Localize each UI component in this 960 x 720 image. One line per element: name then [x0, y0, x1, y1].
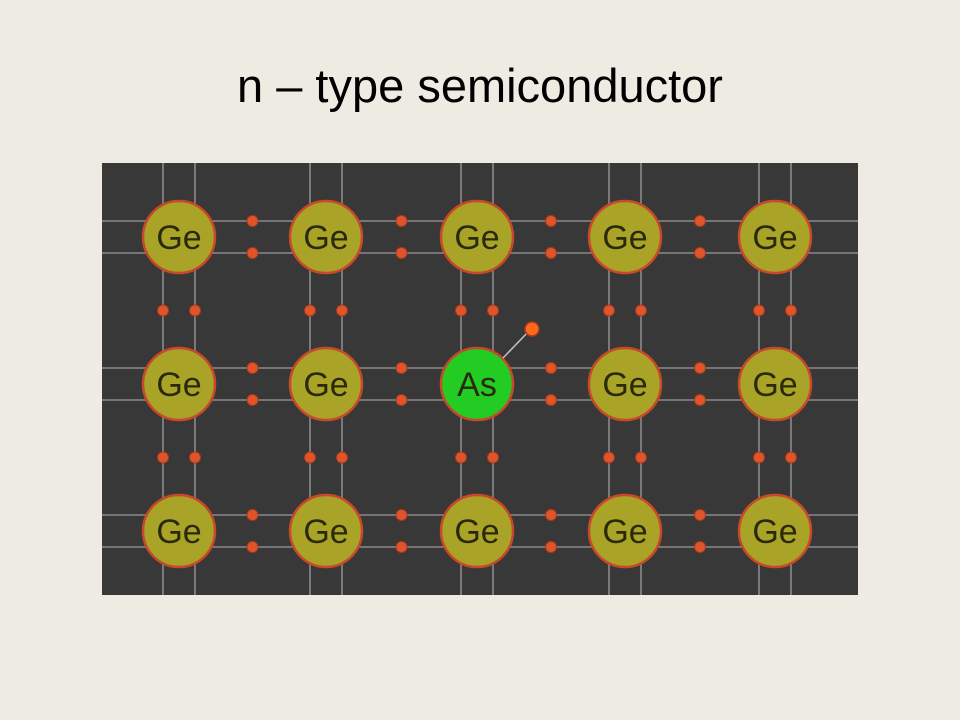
bond-electron — [545, 394, 557, 406]
arsenic-atom: As — [439, 346, 515, 422]
atom-label: Ge — [602, 366, 647, 404]
germanium-atom: Ge — [288, 493, 364, 569]
atom-label: Ge — [454, 513, 499, 551]
bond-electrons — [157, 215, 797, 553]
bond-electron — [785, 451, 797, 464]
atom-label: Ge — [752, 366, 797, 404]
bond-electron — [246, 215, 259, 227]
atom-label: Ge — [303, 219, 348, 257]
bond-electron — [336, 304, 348, 317]
free-electron-group — [502, 321, 540, 359]
atom-label: Ge — [454, 219, 499, 257]
bond-electron — [157, 451, 169, 464]
bond-electron — [694, 215, 706, 227]
atom-circle — [737, 199, 813, 275]
bond-electron — [487, 304, 499, 317]
bond-electron — [545, 362, 557, 374]
atom-label: Ge — [752, 513, 797, 551]
atom-label: Ge — [602, 513, 647, 551]
germanium-atom: Ge — [587, 199, 663, 275]
atom-circle — [439, 346, 515, 422]
atom-label: Ge — [303, 513, 348, 551]
bond-electron — [246, 394, 259, 406]
atom-circle — [587, 199, 663, 275]
bond-electron — [545, 541, 557, 553]
bond-electron — [336, 451, 348, 464]
bond-electron — [785, 304, 797, 317]
atom-label: As — [457, 366, 497, 404]
slide-title: n – type semiconductor — [237, 59, 723, 112]
atom-circle — [439, 493, 515, 569]
bond-electron — [694, 362, 706, 374]
germanium-atom: Ge — [288, 199, 364, 275]
bond-electron — [455, 451, 467, 464]
bond-electron — [304, 304, 316, 317]
bond-electron — [395, 541, 408, 553]
bond-electron — [603, 304, 615, 317]
germanium-atom: Ge — [288, 346, 364, 422]
atom-label: Ge — [156, 366, 201, 404]
bond-electron — [395, 394, 408, 406]
bond-electron — [694, 541, 706, 553]
germanium-atom: Ge — [141, 199, 217, 275]
germanium-atom: Ge — [439, 493, 515, 569]
atom-label: Ge — [602, 219, 647, 257]
free-electron — [524, 321, 540, 337]
atom-circle — [587, 346, 663, 422]
bond-electron — [246, 247, 259, 259]
bond-electron — [545, 509, 557, 521]
atom-circle — [141, 493, 217, 569]
germanium-atom: Ge — [737, 199, 813, 275]
bond-electron — [246, 509, 259, 521]
bond-electron — [603, 451, 615, 464]
bond-electron — [635, 451, 647, 464]
atom-circle — [288, 346, 364, 422]
bond-electron — [545, 247, 557, 259]
free-electron-link — [502, 330, 530, 359]
atom-circle — [737, 346, 813, 422]
atom-circle — [288, 199, 364, 275]
atom-circle — [141, 346, 217, 422]
atom-label: Ge — [156, 219, 201, 257]
atom-circle — [141, 199, 217, 275]
atom-circle — [737, 493, 813, 569]
germanium-atom: Ge — [587, 493, 663, 569]
bond-electron — [753, 451, 765, 464]
germanium-atom: Ge — [587, 346, 663, 422]
bond-electron — [246, 362, 259, 374]
germanium-atom: Ge — [737, 346, 813, 422]
bond-electron — [395, 247, 408, 259]
bond-electron — [635, 304, 647, 317]
germanium-atom: Ge — [737, 493, 813, 569]
atom-circle — [288, 493, 364, 569]
bond-electron — [694, 394, 706, 406]
bond-electron — [189, 304, 201, 317]
bond-electron — [545, 215, 557, 227]
bond-electron — [694, 509, 706, 521]
bond-electron — [395, 362, 408, 374]
bond-electron — [455, 304, 467, 317]
atom-label: Ge — [156, 513, 201, 551]
bond-electron — [395, 509, 408, 521]
atom-label: Ge — [752, 219, 797, 257]
germanium-atom: Ge — [141, 346, 217, 422]
germanium-atom: Ge — [439, 199, 515, 275]
bond-electron — [487, 451, 499, 464]
bond-electron — [157, 304, 169, 317]
bond-electron — [246, 541, 259, 553]
bond-electron — [395, 215, 408, 227]
bond-electron — [694, 247, 706, 259]
bond-electron — [189, 451, 201, 464]
bond-electron — [304, 451, 316, 464]
germanium-atom: Ge — [141, 493, 217, 569]
bond-electron — [753, 304, 765, 317]
atom-circle — [587, 493, 663, 569]
atom-label: Ge — [303, 366, 348, 404]
atom-circle — [439, 199, 515, 275]
